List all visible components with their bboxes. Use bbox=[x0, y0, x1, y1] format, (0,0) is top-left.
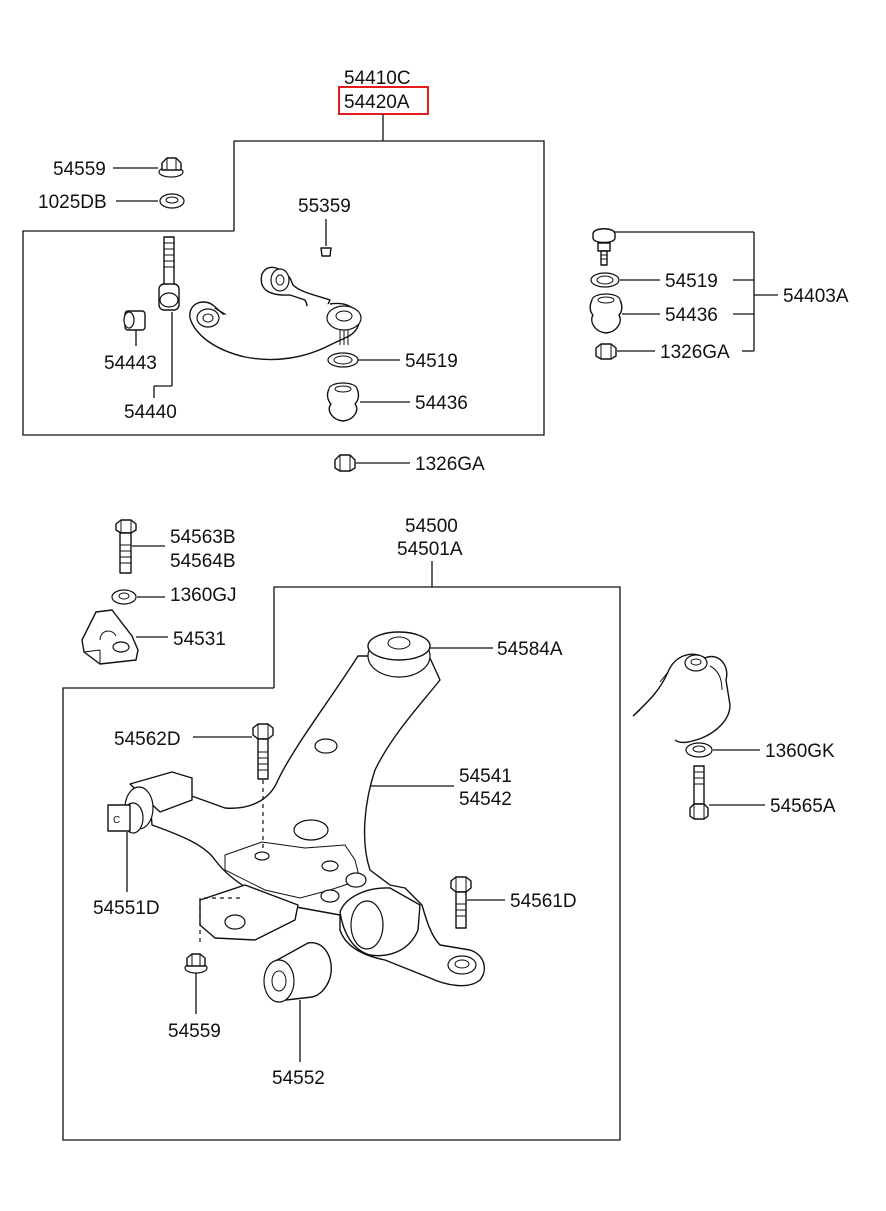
snap-ring-icon bbox=[590, 272, 620, 288]
upper-assembly-frame bbox=[22, 140, 545, 436]
bolt-icon bbox=[450, 876, 472, 929]
lower-control-arm: C bbox=[107, 631, 486, 987]
label-54541[interactable]: 54541 bbox=[459, 766, 512, 787]
svg-text:C: C bbox=[113, 815, 120, 826]
label-54563B[interactable]: 54563B bbox=[170, 527, 236, 548]
label-54531[interactable]: 54531 bbox=[173, 629, 226, 650]
flange-nut-icon bbox=[158, 157, 184, 178]
label-1025DB[interactable]: 1025DB bbox=[38, 192, 107, 213]
label-1326GA-kit[interactable]: 1326GA bbox=[660, 342, 730, 363]
label-54403A[interactable]: 54403A bbox=[783, 286, 849, 307]
label-54542[interactable]: 54542 bbox=[459, 789, 512, 810]
label-1360GJ[interactable]: 1360GJ bbox=[170, 585, 237, 606]
label-54410C[interactable]: 54410C bbox=[344, 68, 411, 89]
label-54436-kit[interactable]: 54436 bbox=[665, 305, 718, 326]
bracket-icon bbox=[81, 609, 139, 665]
label-54584A[interactable]: 54584A bbox=[497, 639, 563, 660]
label-54564B[interactable]: 54564B bbox=[170, 551, 236, 572]
label-1360GK[interactable]: 1360GK bbox=[765, 741, 835, 762]
bolt-icon bbox=[689, 765, 709, 820]
label-54561D[interactable]: 54561D bbox=[510, 891, 577, 912]
label-54559-lower[interactable]: 54559 bbox=[168, 1021, 221, 1042]
label-54519-kit[interactable]: 54519 bbox=[665, 271, 718, 292]
bushing-icon bbox=[263, 942, 332, 1003]
snap-ring-icon bbox=[327, 352, 359, 368]
washer-icon bbox=[159, 193, 185, 209]
flange-nut-icon bbox=[184, 953, 208, 974]
hex-nut-icon bbox=[595, 343, 617, 360]
label-54552[interactable]: 54552 bbox=[272, 1068, 325, 1089]
grease-nipple-icon bbox=[320, 247, 332, 257]
label-54559-top[interactable]: 54559 bbox=[53, 159, 106, 180]
label-54501A[interactable]: 54501A bbox=[397, 539, 463, 560]
ball-joint-stud-icon bbox=[592, 228, 616, 266]
bushing-icon bbox=[123, 310, 146, 331]
label-54562D[interactable]: 54562D bbox=[114, 729, 181, 750]
bolt-icon bbox=[252, 723, 274, 780]
lower-assembly-frame bbox=[62, 586, 621, 1141]
label-54443[interactable]: 54443 bbox=[104, 353, 157, 374]
label-54519-top[interactable]: 54519 bbox=[405, 351, 458, 372]
label-54436-top[interactable]: 54436 bbox=[415, 393, 468, 414]
upper-control-arm bbox=[189, 266, 362, 361]
washer-icon bbox=[685, 742, 713, 758]
label-54500[interactable]: 54500 bbox=[405, 516, 458, 537]
label-55359[interactable]: 55359 bbox=[298, 196, 351, 217]
dust-boot-icon bbox=[589, 293, 623, 334]
label-1326GA-top[interactable]: 1326GA bbox=[415, 454, 485, 475]
label-54565A[interactable]: 54565A bbox=[770, 796, 836, 817]
label-54420A[interactable]: 54420A bbox=[344, 92, 410, 113]
label-54440[interactable]: 54440 bbox=[124, 402, 177, 423]
dust-boot-icon bbox=[326, 382, 360, 422]
washer-icon bbox=[111, 589, 137, 605]
knuckle-arm-icon bbox=[632, 653, 731, 744]
hex-nut-icon bbox=[334, 454, 356, 472]
stud-bolt-icon bbox=[158, 236, 180, 311]
label-54551D[interactable]: 54551D bbox=[93, 898, 160, 919]
bolt-icon bbox=[115, 519, 137, 574]
